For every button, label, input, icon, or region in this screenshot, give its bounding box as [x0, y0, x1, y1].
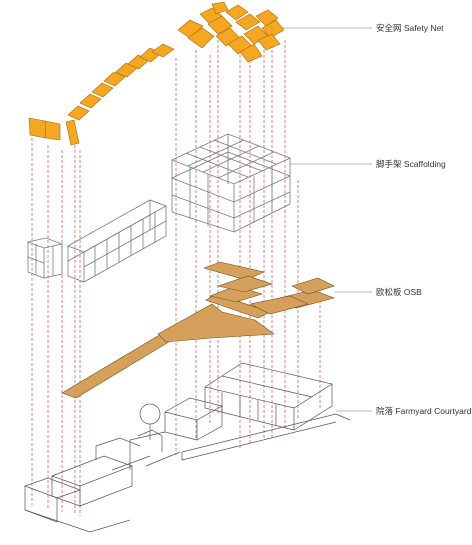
scaffolding-layer — [26, 133, 292, 283]
osb-label: 欧松板 OSB — [376, 287, 422, 297]
safety-net-label: 安全网 Safety Net — [376, 23, 444, 33]
osb-layer — [61, 261, 336, 399]
courtyard-label: 院落 Farmyard Courtyard — [376, 406, 472, 416]
callout-leaders — [282, 27, 372, 412]
safety-net-layer — [28, 1, 285, 146]
tree-canopy — [139, 403, 161, 425]
scaffolding-label: 脚手架 Scaffolding — [376, 159, 446, 169]
courtyard-layer — [23, 362, 351, 533]
